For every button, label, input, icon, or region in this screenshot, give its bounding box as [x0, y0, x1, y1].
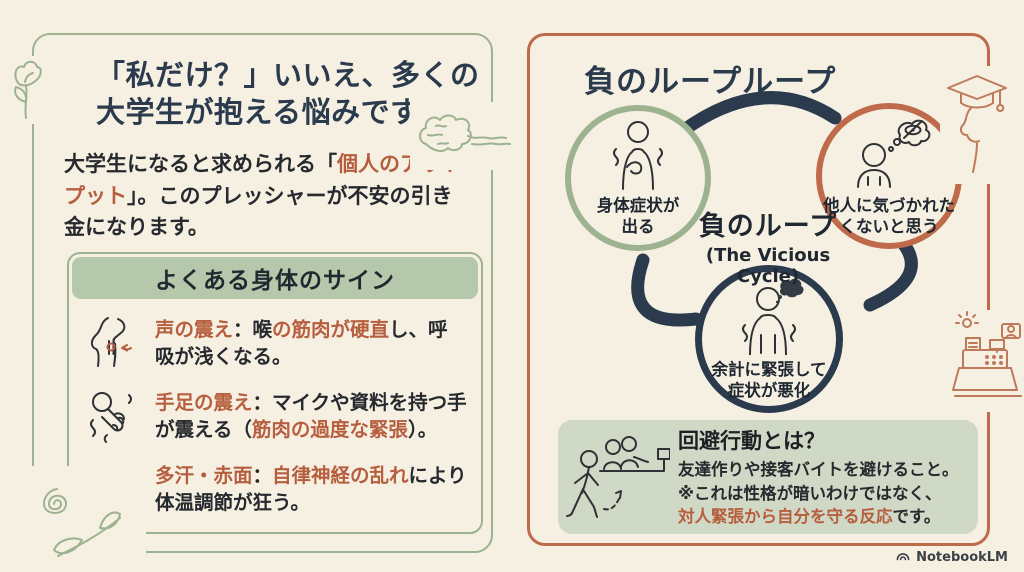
throat-icon	[85, 314, 141, 372]
rose-doodle-icon	[26, 466, 146, 566]
sign-item-hands: 手足の震え：マイクや資料を持つ手が震える（筋肉の過度な緊張）。	[69, 387, 481, 445]
cycle-center-subtitle: (The Vicious Cycle)	[705, 245, 831, 287]
walking-away-icon	[566, 427, 670, 527]
body-signs-header: よくある身体のサイン	[72, 257, 478, 299]
trembling-person-icon	[603, 119, 673, 195]
vicious-cycle-diagram: 身体症状が出る 他人に気づかれたくないと思う	[530, 36, 987, 436]
cycle-node-symptoms: 身体症状が出る	[565, 105, 711, 251]
cycle-node-label: 他人に気づかれたくないと思う	[823, 195, 955, 236]
sign-text-blush: 多汗・赤面：自律神経の乱れにより体温調節が狂う。	[155, 464, 467, 515]
cycle-arrows-icon	[631, 91, 918, 327]
avoidance-box: 回避行動とは？ 友達作りや接客バイトを避けること。※これは性格が暗いわけではなく…	[558, 420, 978, 534]
cycle-center-title: 負のループ	[698, 211, 838, 242]
cycle-node-label: 身体症状が出る	[596, 195, 680, 236]
avoidance-title: 回避行動とは？	[678, 429, 825, 454]
cycle-center-label: 負のループ (The Vicious Cycle)	[678, 204, 858, 287]
brain-doodle-icon	[410, 102, 512, 170]
gloomy-person-icon	[731, 277, 807, 359]
cycle-node-fear-of-notice: 他人に気づかれたくないと思う	[816, 103, 962, 249]
avoidance-text: 回避行動とは？ 友達作りや接客バイトを避けること。※これは性格が暗いわけではなく…	[678, 425, 959, 528]
brand-label: NotebookLM	[916, 550, 1008, 565]
cycle-node-worsening: 余計に緊張して症状が悪化	[695, 265, 843, 413]
notebooklm-logo-icon	[895, 549, 911, 566]
flower-doodle-icon	[4, 56, 48, 124]
sign-text-hands: 手足の震え：マイクや資料を持つ手が震える（筋肉の過度な緊張）。	[155, 391, 467, 442]
sign-item-voice: 声の震え：喉の筋肉が硬直し、呼吸が浅くなる。	[69, 314, 481, 372]
left-panel-title: 「私だけ？」いいえ、多くの大学生が抱える悩みです	[96, 58, 480, 130]
avoidance-body: 友達作りや接客バイトを避けること。※これは性格が暗いわけではなく、対人緊張から自…	[678, 460, 959, 527]
sign-text-voice: 声の震え：喉の筋肉が硬直し、呼吸が浅くなる。	[155, 318, 448, 369]
notebooklm-brand: NotebookLM	[895, 549, 1008, 566]
hidden-eye-thought-icon	[847, 115, 931, 195]
cash-register-doodle-icon	[946, 310, 1024, 412]
cycle-node-label: 余計に緊張して症状が悪化	[711, 359, 827, 400]
body-signs-box: よくある身体のサイン 声の震え：喉の筋肉が硬直し、呼吸が浅くなる。	[67, 252, 483, 534]
microphone-icon	[85, 387, 141, 445]
graduate-doodle-icon	[940, 66, 1014, 184]
right-panel: 負のループループ	[527, 33, 990, 546]
